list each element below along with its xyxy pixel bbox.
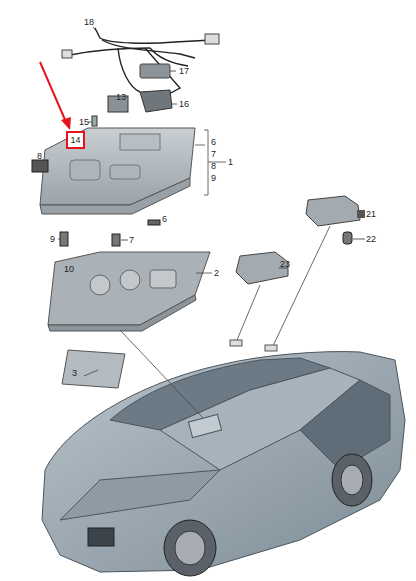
callout-number: 15 [79,117,89,127]
callout-number: 10 [64,264,74,274]
callout-number: 14 [70,135,80,145]
callout-number: 9 [211,173,216,183]
callout-number: 16 [179,99,189,109]
callout-number: 6 [211,137,216,147]
callout-number: 17 [179,66,189,76]
callout-number: 3 [72,368,77,378]
callout-number: 2 [214,268,219,278]
callout-number: 8 [211,161,216,171]
callout-number: 22 [366,234,376,244]
callout-number: 9 [50,234,55,244]
callout-number: 7 [211,149,216,159]
callout-number: 18 [84,17,94,27]
callout-number: 7 [129,235,134,245]
callout-number: 23 [280,259,290,269]
callout-number: 6 [162,214,167,224]
callout-number: 13 [116,92,126,102]
callout-number: 1 [228,157,233,167]
highlight-box: 14 [66,131,85,149]
callout-number: 21 [366,209,376,219]
callout-number: 8 [37,151,42,161]
